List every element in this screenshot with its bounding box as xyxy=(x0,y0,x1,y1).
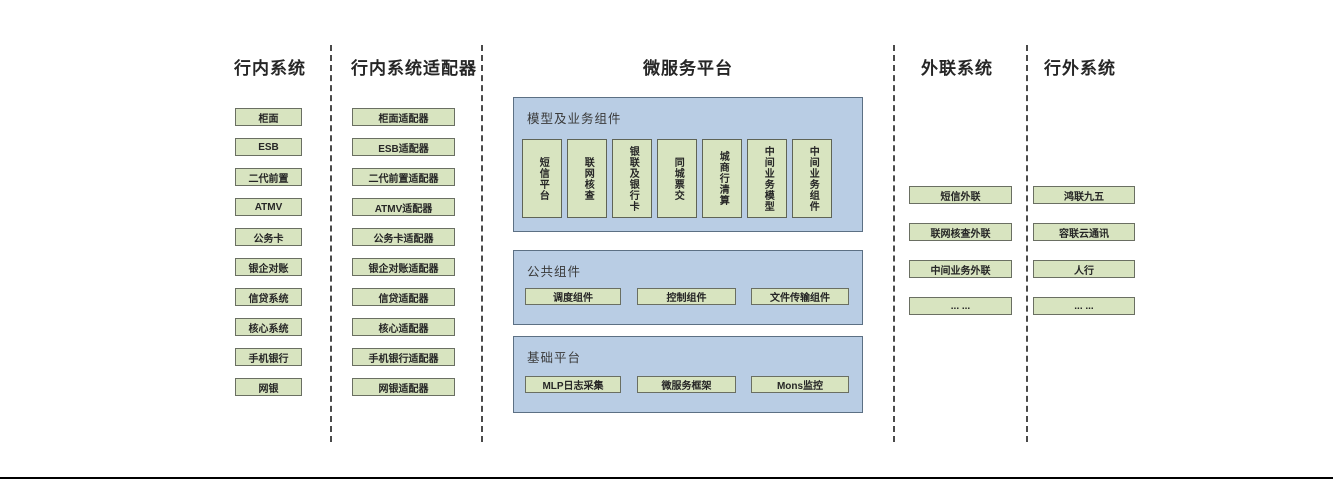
common-component-box: 文件传输组件 xyxy=(751,288,849,305)
bottom-border-line xyxy=(0,477,1333,479)
inbank-system-box: ESB xyxy=(235,138,302,156)
adapter-box: 柜面适配器 xyxy=(352,108,455,126)
column-divider xyxy=(1026,45,1028,442)
model-component-box: 中间业务模型 xyxy=(747,139,787,218)
base-component-box: 微服务框架 xyxy=(637,376,736,393)
inbank-system-box: 手机银行 xyxy=(235,348,302,366)
common-component-box: 调度组件 xyxy=(525,288,621,305)
section-label: 模型及业务组件 xyxy=(527,112,622,126)
column-divider xyxy=(481,45,483,442)
inbank-system-box: 公务卡 xyxy=(235,228,302,246)
external-box: 中间业务外联 xyxy=(909,260,1012,278)
outside-box: 人行 xyxy=(1033,260,1135,278)
model-component-box: 城商行清算 xyxy=(702,139,742,218)
adapter-box: 核心适配器 xyxy=(352,318,455,336)
adapter-box: 银企对账适配器 xyxy=(352,258,455,276)
adapter-box: ATMV适配器 xyxy=(352,198,455,216)
column-title-outside: 行外系统 xyxy=(1044,59,1116,78)
column-title-inbank: 行内系统 xyxy=(234,59,306,78)
column-title-platform: 微服务平台 xyxy=(643,59,733,78)
inbank-system-box: 网银 xyxy=(235,378,302,396)
common-component-box: 控制组件 xyxy=(637,288,736,305)
adapter-box: 手机银行适配器 xyxy=(352,348,455,366)
external-box: 联网核查外联 xyxy=(909,223,1012,241)
inbank-system-box: 柜面 xyxy=(235,108,302,126)
outside-box: 容联云通讯 xyxy=(1033,223,1135,241)
section-label: 公共组件 xyxy=(527,265,582,279)
column-title-adapters: 行内系统适配器 xyxy=(351,59,477,78)
inbank-system-box: ATMV xyxy=(235,198,302,216)
column-divider xyxy=(330,45,332,442)
external-box: 短信外联 xyxy=(909,186,1012,204)
external-box: ... ... xyxy=(909,297,1012,315)
section-label: 基础平台 xyxy=(527,351,582,365)
inbank-system-box: 银企对账 xyxy=(235,258,302,276)
base-component-box: Mons监控 xyxy=(751,376,849,393)
adapter-box: 二代前置适配器 xyxy=(352,168,455,186)
outside-box: ... ... xyxy=(1033,297,1135,315)
platform-section-base: 基础平台 MLP日志采集 微服务框架 Mons监控 xyxy=(513,336,863,413)
model-component-box: 短信平台 xyxy=(522,139,562,218)
adapter-box: 信贷适配器 xyxy=(352,288,455,306)
column-divider xyxy=(893,45,895,442)
model-component-box: 中间业务组件 xyxy=(792,139,832,218)
adapter-box: 公务卡适配器 xyxy=(352,228,455,246)
inbank-system-box: 核心系统 xyxy=(235,318,302,336)
model-component-box: 联网核查 xyxy=(567,139,607,218)
platform-section-common: 公共组件 调度组件 控制组件 文件传输组件 xyxy=(513,250,863,325)
base-component-box: MLP日志采集 xyxy=(525,376,621,393)
inbank-system-box: 信贷系统 xyxy=(235,288,302,306)
outside-box: 鸿联九五 xyxy=(1033,186,1135,204)
model-component-box: 银联及银行卡 xyxy=(612,139,652,218)
inbank-system-box: 二代前置 xyxy=(235,168,302,186)
adapter-box: 网银适配器 xyxy=(352,378,455,396)
adapter-box: ESB适配器 xyxy=(352,138,455,156)
column-title-external: 外联系统 xyxy=(921,59,993,78)
platform-section-model: 模型及业务组件 短信平台 联网核查 银联及银行卡 同城票交 城商行清算 中间业务… xyxy=(513,97,863,232)
model-component-box: 同城票交 xyxy=(657,139,697,218)
